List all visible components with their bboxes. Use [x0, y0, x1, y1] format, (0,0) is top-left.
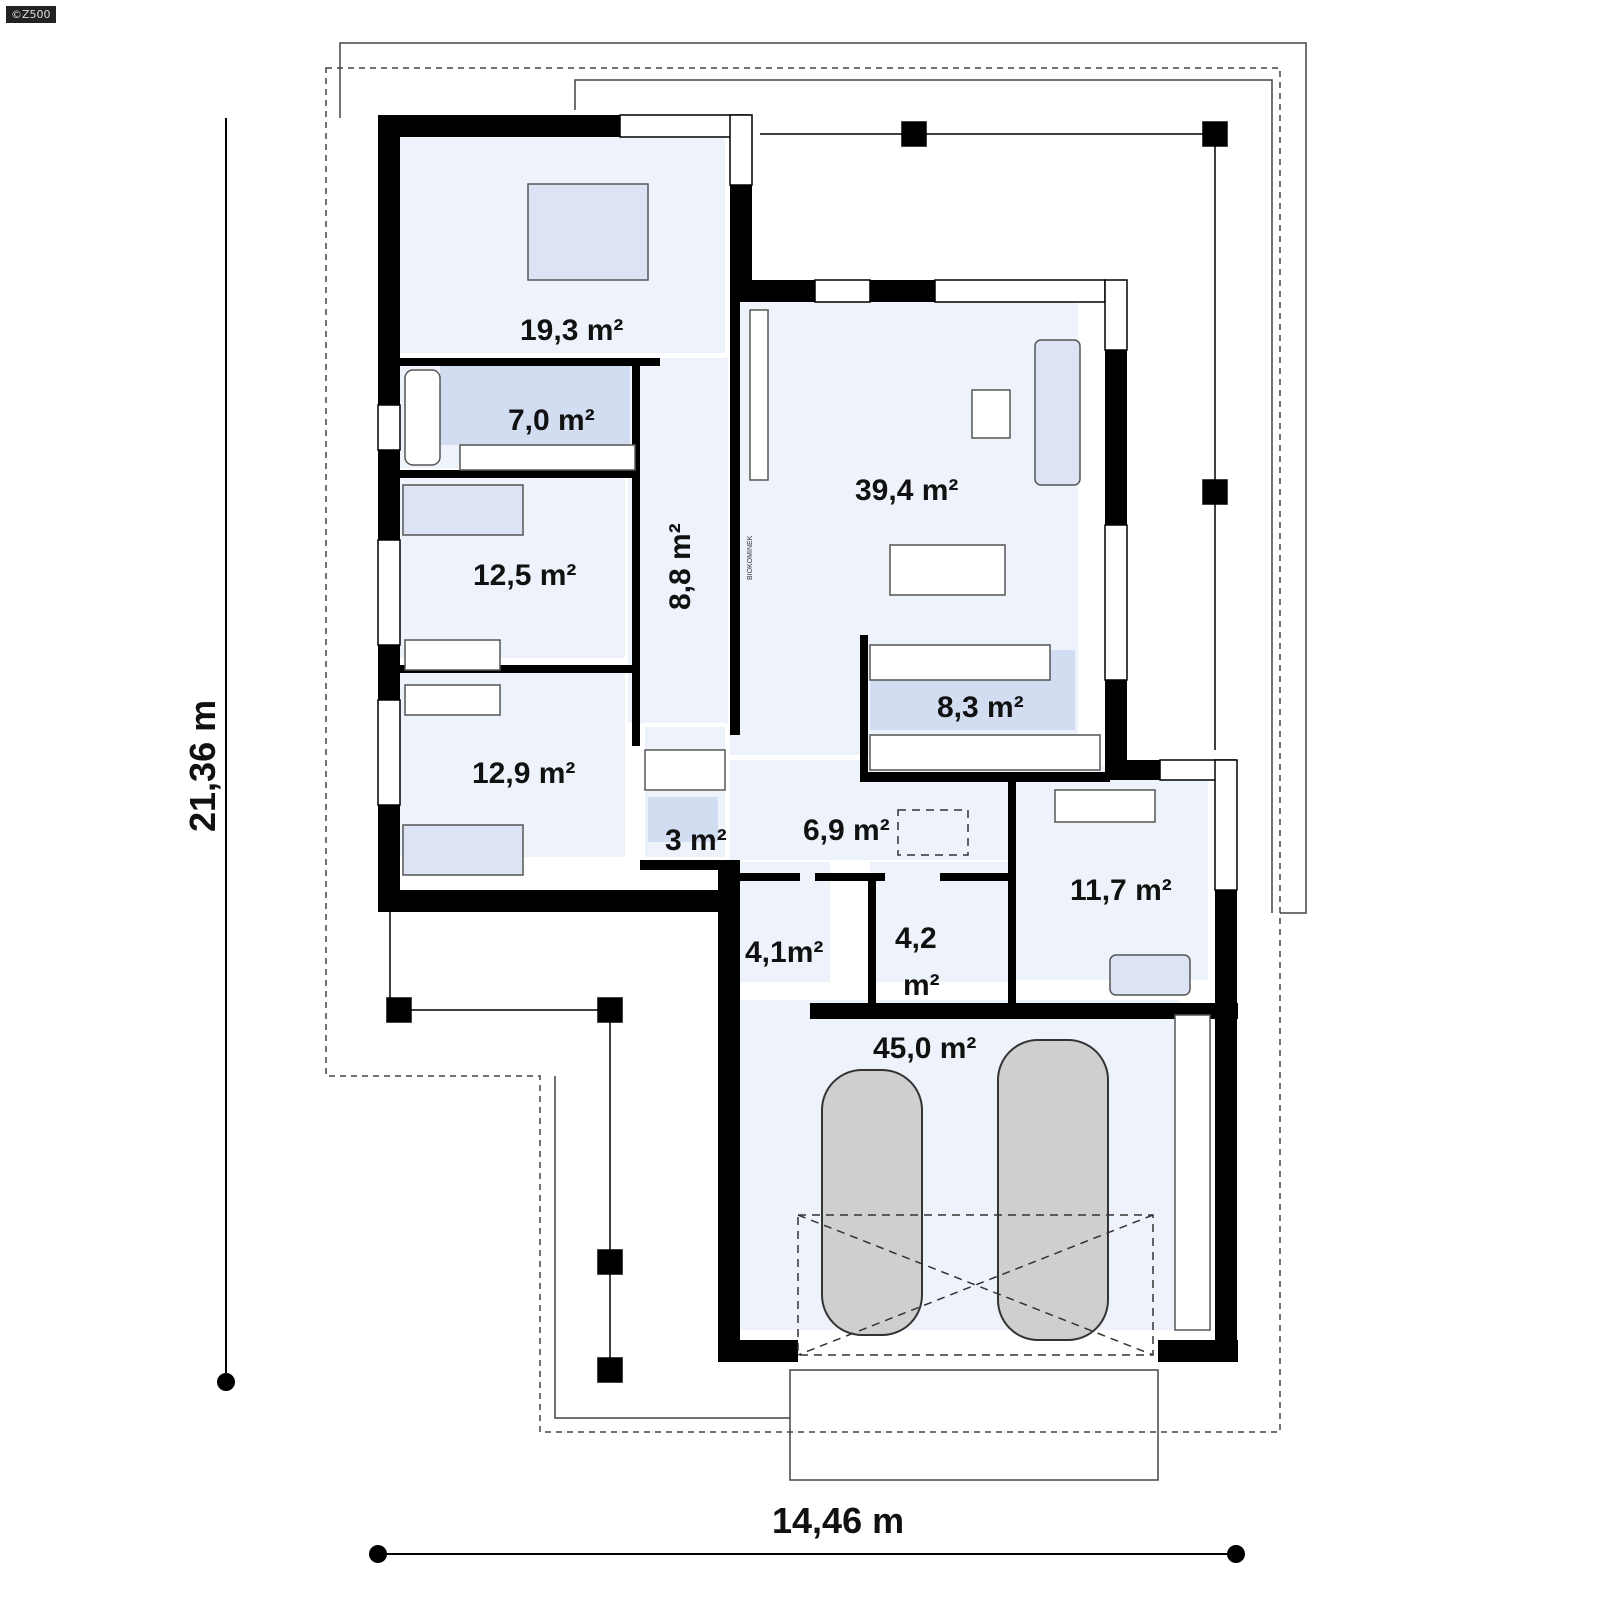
vanity — [459, 444, 636, 471]
sofa — [1034, 339, 1081, 486]
highlighted-floors — [440, 365, 1075, 842]
car — [821, 1069, 923, 1336]
desk — [404, 684, 501, 716]
kitchen-island — [869, 644, 1051, 681]
bed — [527, 183, 649, 281]
cars — [821, 1039, 1109, 1341]
watermark: ©Z500 — [6, 6, 56, 23]
room-area-kitchen: 8,3 m² — [937, 691, 1024, 724]
dining-table — [889, 544, 1006, 596]
windows — [377, 114, 1238, 891]
fireplace-label: BIOKOMINEK — [747, 535, 754, 580]
room-labels: 19,3 m² 7,0 m² 8,8 m² 12,5 m² 12,9 m² 39… — [472, 314, 1172, 1065]
furniture — [402, 183, 1211, 1331]
room-area-hall: 6,9 m² — [803, 814, 890, 847]
sofa — [1109, 954, 1191, 996]
room-area-living: 39,4 m² — [855, 474, 958, 507]
room-area-entry: 4,1m² — [745, 936, 823, 969]
walls — [378, 115, 1238, 1362]
kitchen-counter — [869, 734, 1101, 771]
room-area-room-2: 12,9 m² — [472, 757, 575, 790]
bed — [402, 484, 524, 536]
room-area-room-1: 12,5 m² — [473, 559, 576, 592]
car — [997, 1039, 1109, 1341]
room-area-utility-2: m² — [903, 969, 940, 1002]
room-area-wc: 3 m² — [665, 824, 727, 857]
room-area-garage: 45,0 m² — [873, 1032, 976, 1065]
bathtub — [404, 369, 441, 466]
room-area-office: 11,7 m² — [1070, 874, 1172, 907]
desk — [1054, 789, 1156, 823]
roof-outline — [325, 42, 1307, 1481]
width-dimension: 14,46 m — [772, 1500, 904, 1541]
storage-shelf — [1174, 1014, 1211, 1331]
bed — [402, 824, 524, 876]
room-area-utility-1: 4,2 — [895, 922, 937, 955]
pergola — [386, 121, 1228, 1383]
height-dimension: 21,36 m — [182, 700, 223, 832]
room-area-bathroom: 7,0 m² — [508, 404, 595, 437]
fireplace — [749, 309, 769, 481]
room-area-bedroom-main: 19,3 m² — [520, 314, 623, 347]
garage-door — [797, 809, 1154, 1356]
room-area-hallway: 8,8 m² — [664, 523, 697, 610]
dimension-lines — [217, 118, 1245, 1563]
coffee-table — [971, 389, 1011, 439]
shower — [644, 749, 726, 791]
desk — [404, 639, 501, 671]
